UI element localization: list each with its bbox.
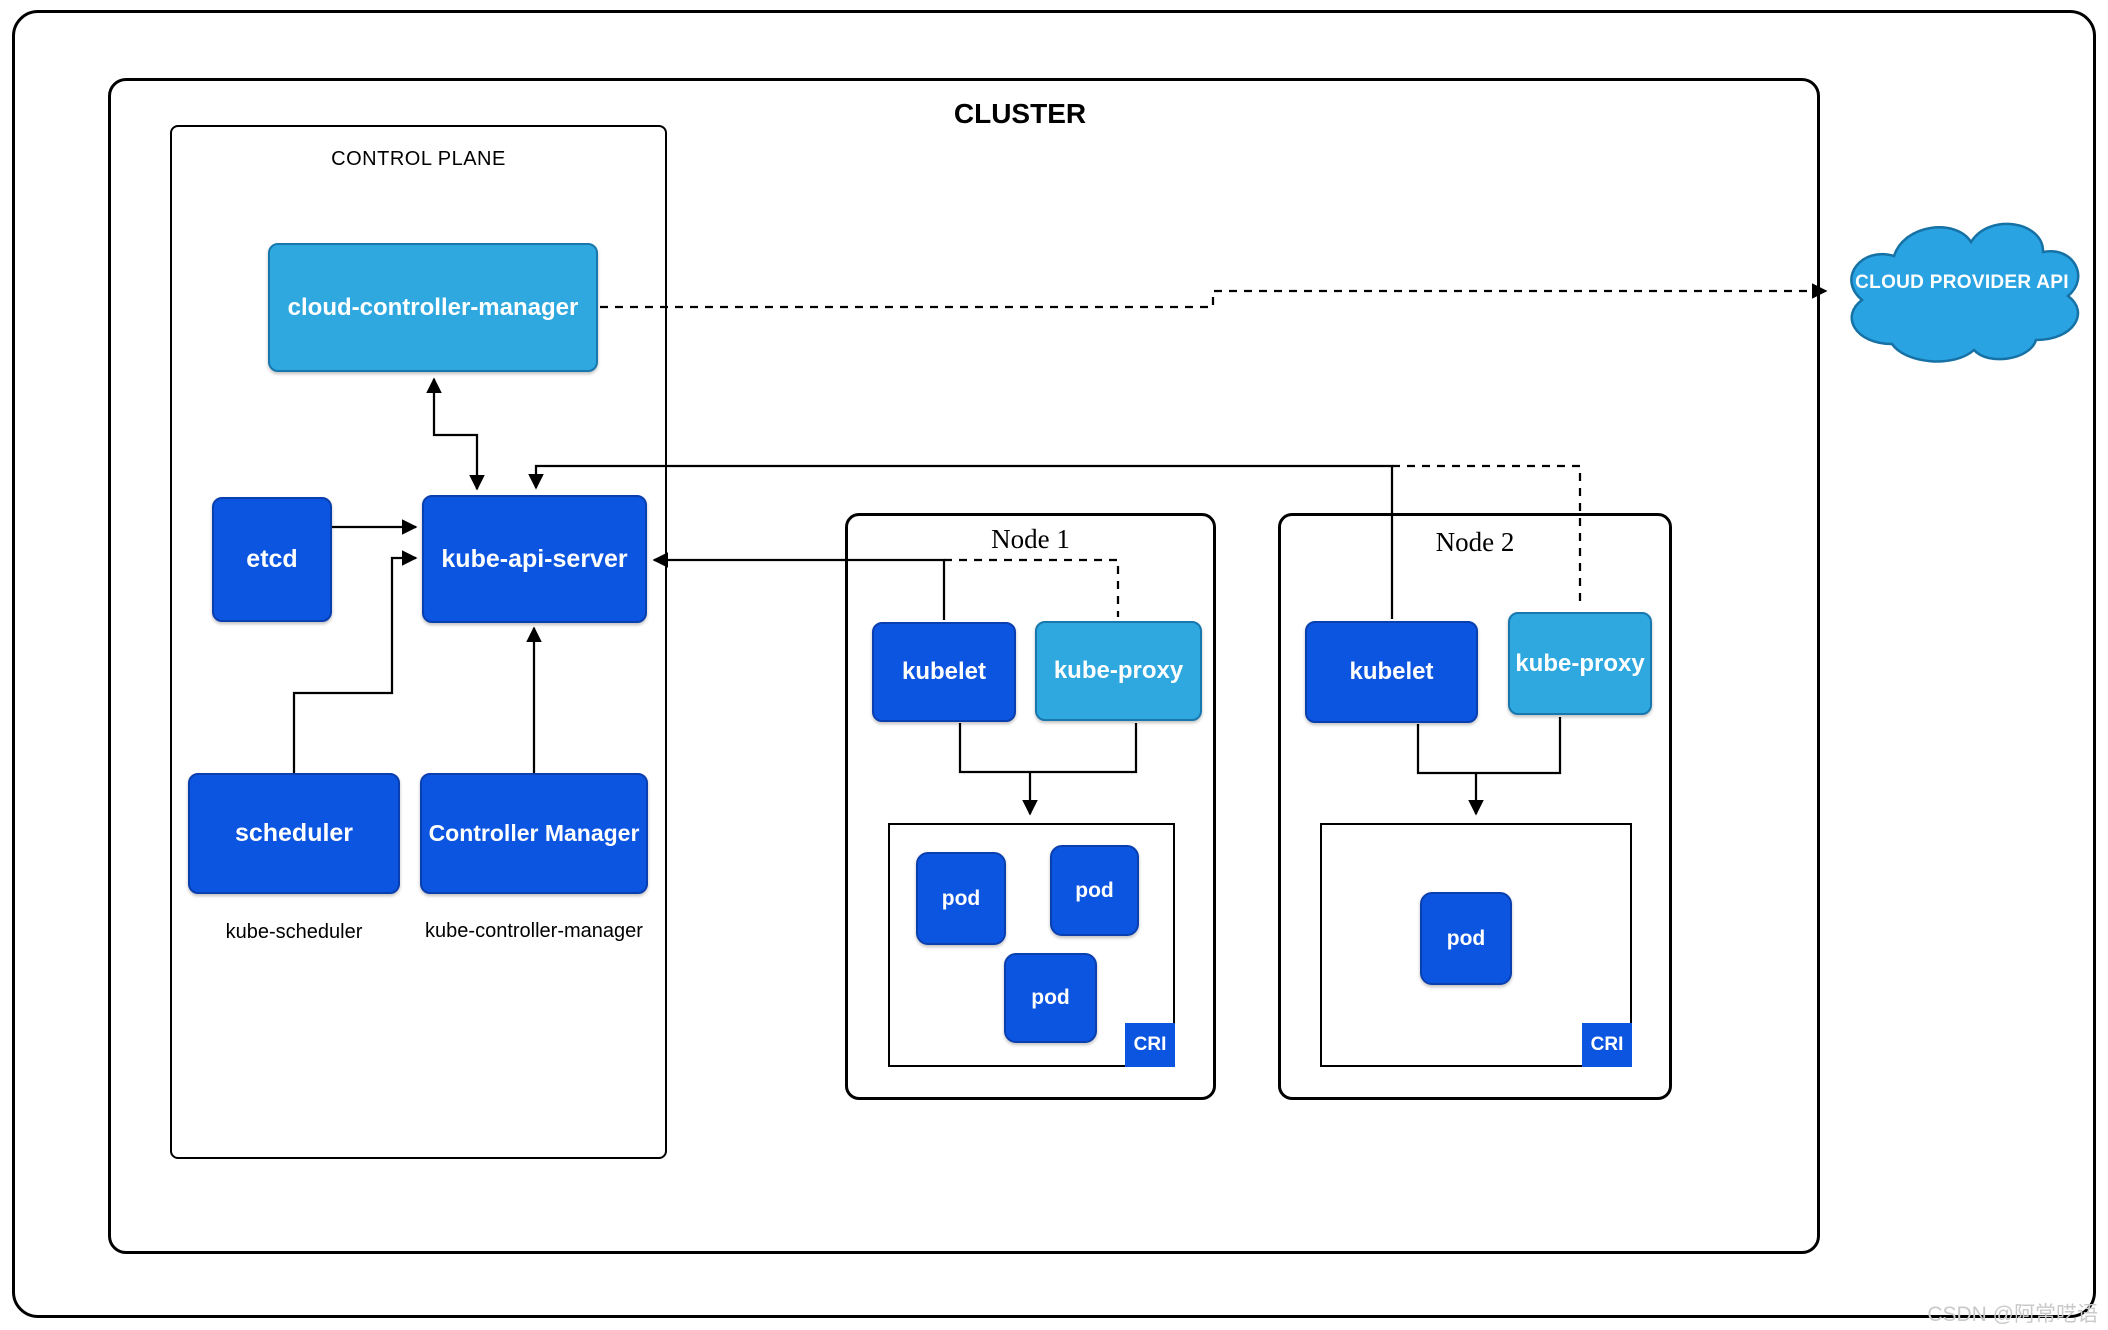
node2-kube-proxy-box: kube-proxy [1508,612,1652,715]
node1-kube-proxy-box: kube-proxy [1035,621,1202,721]
watermark: CSDN @阿常呓语 [1927,1303,2098,1326]
cluster-title: CLUSTER [953,98,1087,129]
node1-pod-1: pod [916,852,1006,945]
cloud-shape [1850,222,2080,363]
node2-cri-badge: CRI [1582,1023,1632,1067]
controller-manager-box: Controller Manager [420,773,648,894]
node2-kubelet-box: kubelet [1305,621,1478,723]
node1-pod-3: pod [1004,953,1097,1043]
node1-kubelet-box: kubelet [872,622,1016,722]
outer-border [12,10,2096,1318]
cloud-provider-api: CLOUD PROVIDER API [1822,192,2102,392]
node1-cri-badge: CRI [1125,1023,1175,1067]
control-plane-box [170,125,667,1159]
node1-title: Node 1 [991,524,1070,554]
cloud-provider-api-label: CLOUD PROVIDER API [1855,272,2069,293]
kube-api-server-box: kube-api-server [422,495,647,623]
cloud-outline [1850,222,2080,363]
node1-pod-2: pod [1050,845,1139,936]
control-plane-title: CONTROL PLANE [331,148,506,170]
etcd-box: etcd [212,497,332,622]
cloud-controller-manager-box: cloud-controller-manager [268,243,598,372]
node2-title: Node 2 [1435,527,1515,557]
cluster-box [108,78,1820,1254]
node2-pod-1: pod [1420,892,1512,985]
scheduler-box: scheduler [188,773,400,894]
kube-scheduler-label: kube-scheduler [225,921,363,943]
kube-controller-manager-label: kube-controller-manager [425,920,643,942]
